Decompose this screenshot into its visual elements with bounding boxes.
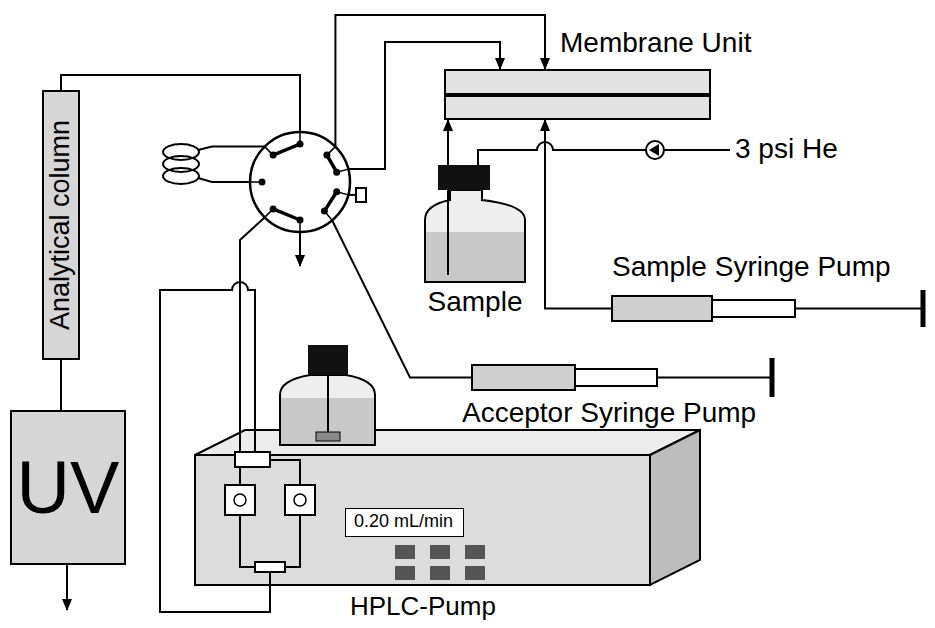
pump-head xyxy=(285,485,315,515)
waste-outlet xyxy=(299,232,301,266)
tubing-connector xyxy=(545,120,612,309)
node-text: UV xyxy=(17,447,120,528)
pump-head xyxy=(234,494,246,506)
hplc-pump-drawing xyxy=(190,340,705,626)
detector-outlet xyxy=(66,565,68,610)
detector-box: UV xyxy=(10,410,126,565)
column-box: Analytical column xyxy=(42,90,80,360)
acceptor-syringe-pump: Acceptor Syringe Pump xyxy=(462,356,780,432)
membrane xyxy=(445,93,710,97)
injection-valve xyxy=(250,132,350,232)
node-text: 0.20 mL/min xyxy=(354,512,453,532)
pump-front xyxy=(195,455,650,585)
node-text: Sample xyxy=(428,287,523,318)
helium-pump-symbol xyxy=(646,141,664,159)
bottle-cap xyxy=(308,345,348,375)
hplc-pump: HPLC-Pump 0.20 mL/min xyxy=(190,340,705,626)
bottle-outline xyxy=(425,190,525,282)
membrane-housing xyxy=(445,70,710,119)
valve-channel xyxy=(273,144,337,220)
flow-display: 0.20 mL/min xyxy=(345,508,464,537)
sample-loop xyxy=(163,168,199,184)
solvent-frit xyxy=(316,432,340,441)
tubing-connector xyxy=(447,120,449,160)
node-text: Analytical column xyxy=(46,120,76,330)
syringe-barrel xyxy=(472,365,575,390)
pump-head xyxy=(225,485,255,515)
sample-liquid xyxy=(426,232,524,281)
node-text: Acceptor Syringe Pump xyxy=(462,398,756,429)
valve-port-lead xyxy=(250,132,348,232)
pump-head xyxy=(294,494,306,506)
pump-buttons xyxy=(395,545,485,580)
pump-tubing xyxy=(240,217,265,440)
pump-manifold xyxy=(255,562,285,572)
plunger-end xyxy=(770,358,775,397)
loop-lead xyxy=(198,147,265,150)
node-text: HPLC-Pump xyxy=(350,592,496,621)
node-text: Membrane Unit xyxy=(560,28,751,59)
bottle-cap xyxy=(438,165,490,190)
node-text: Sample Syringe Pump xyxy=(612,252,891,283)
valve-plug xyxy=(356,188,366,202)
sample-bottle: Sample xyxy=(418,160,532,320)
gas-label: 3 psi He xyxy=(735,134,838,165)
helium-line xyxy=(478,142,730,165)
membrane-unit: Membrane Unit xyxy=(440,24,775,120)
syringe-plunger xyxy=(575,369,770,386)
sample-syringe-pump: Sample Syringe Pump xyxy=(605,252,930,328)
loop-lead xyxy=(198,178,250,182)
syringe-plunger xyxy=(712,300,923,317)
plunger-end xyxy=(921,290,926,327)
syringe-barrel xyxy=(612,296,712,321)
helium-pump-symbol xyxy=(649,144,659,156)
check-valve xyxy=(235,452,270,467)
tubing-connector xyxy=(60,360,62,410)
column-tubing xyxy=(61,75,300,132)
pump-side xyxy=(650,430,700,585)
